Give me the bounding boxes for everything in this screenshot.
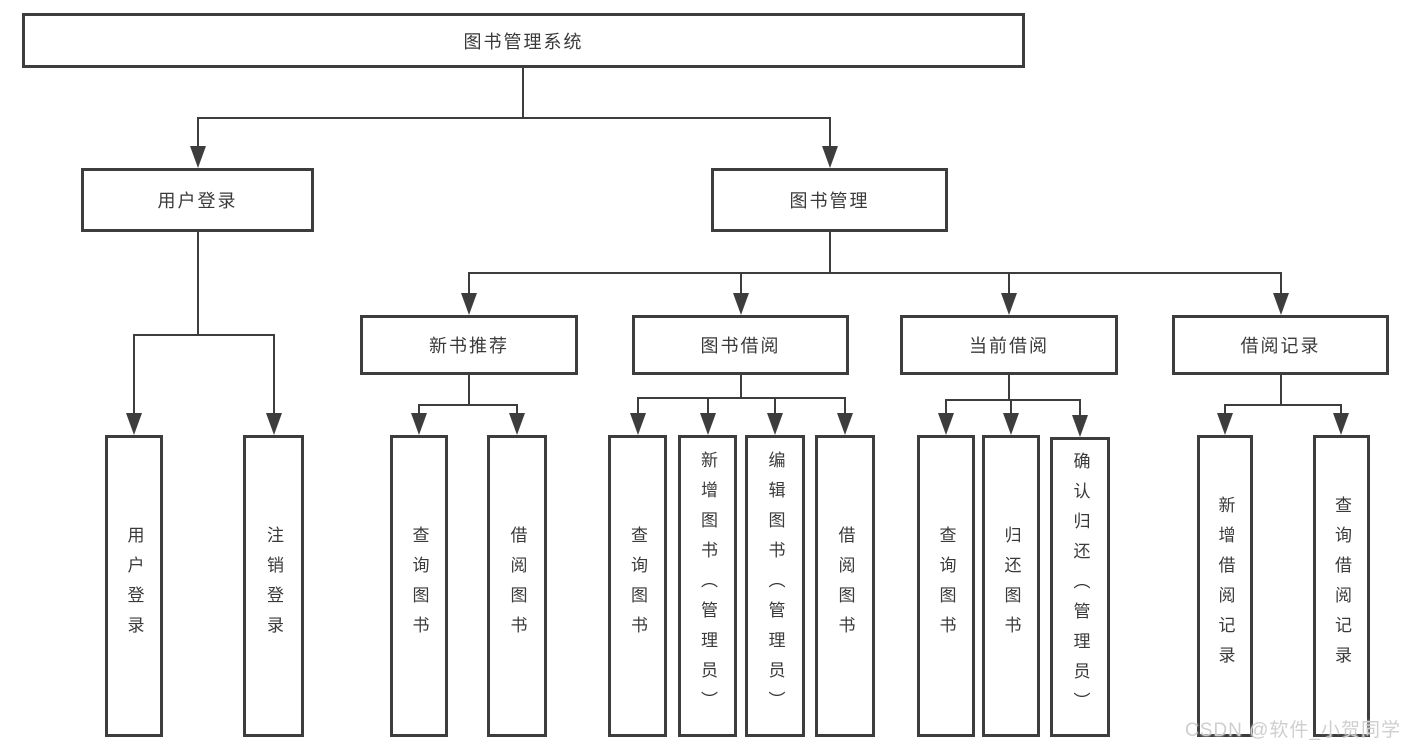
- leaf-add-book-admin: 新增图书（管理员）: [678, 435, 737, 737]
- arrow-down-icon: [266, 413, 282, 435]
- leaf-user-login: 用户登录: [105, 435, 163, 737]
- leaf-label: 查询图书: [936, 526, 956, 646]
- arrow-down-icon: [1273, 293, 1289, 315]
- connector-line: [945, 399, 947, 415]
- connector-line: [468, 272, 1282, 274]
- connector-line: [1079, 399, 1081, 415]
- node-root: 图书管理系统: [22, 13, 1025, 68]
- arrow-down-icon: [630, 413, 646, 435]
- connector-line: [829, 232, 831, 274]
- watermark: CSDN @软件_小贺同学: [1185, 720, 1401, 741]
- connector-line: [1340, 404, 1342, 416]
- arrow-down-icon: [1333, 413, 1349, 435]
- leaf-label: 注销登录: [264, 526, 283, 646]
- connector-line: [774, 397, 776, 415]
- connector-line: [418, 404, 518, 406]
- leaf-label: 归还图书: [1001, 526, 1021, 646]
- arrow-down-icon: [126, 413, 142, 435]
- leaf-add-borrow-record: 新增借阅记录: [1197, 435, 1253, 737]
- leaf-label: 查询借阅记录: [1332, 496, 1351, 676]
- leaf-borrow-book: 借阅图书: [487, 435, 547, 737]
- connector-line: [468, 272, 470, 296]
- leaf-return-book: 归还图书: [982, 435, 1040, 737]
- leaf-query-book: 查询图书: [390, 435, 448, 737]
- node-borrow-records: 借阅记录: [1172, 315, 1389, 375]
- leaf-label: 编辑图书（管理员）: [765, 451, 785, 721]
- connector-line: [829, 117, 831, 151]
- connector-line: [418, 404, 420, 416]
- connector-line: [707, 397, 709, 415]
- connector-line: [197, 117, 831, 119]
- leaf-label: 查询图书: [628, 526, 647, 646]
- connector-line: [1280, 375, 1282, 406]
- connector-line: [522, 68, 524, 118]
- connector-line: [1224, 404, 1342, 406]
- arrow-down-icon: [837, 413, 853, 435]
- arrow-down-icon: [938, 413, 954, 435]
- node-user-login: 用户登录: [81, 168, 314, 232]
- arrow-down-icon: [411, 413, 427, 435]
- connector-line: [468, 375, 470, 406]
- connector-line: [945, 399, 1081, 401]
- leaf-query-borrow-record: 查询借阅记录: [1313, 435, 1370, 737]
- leaf-label: 用户登录: [124, 526, 144, 646]
- arrow-down-icon: [461, 293, 477, 315]
- connector-line: [1224, 404, 1226, 416]
- leaf-label: 查询图书: [409, 526, 429, 646]
- arrow-down-icon: [190, 146, 206, 168]
- leaf-label: 新增借阅记录: [1215, 496, 1235, 676]
- node-book-management: 图书管理: [711, 168, 948, 232]
- node-book-borrow: 图书借阅: [632, 315, 849, 375]
- leaf-label: 确认归还（管理员）: [1070, 452, 1090, 722]
- leaf-edit-book-admin: 编辑图书（管理员）: [745, 435, 805, 737]
- connector-line: [197, 232, 199, 336]
- connector-line: [844, 397, 846, 415]
- connector-line: [1008, 375, 1010, 401]
- connector-line: [637, 397, 639, 415]
- connector-line: [740, 375, 742, 399]
- arrow-down-icon: [1003, 413, 1019, 435]
- leaf-label: 借阅图书: [835, 526, 855, 646]
- leaf-logout: 注销登录: [243, 435, 304, 737]
- leaf-query-book: 查询图书: [917, 435, 975, 737]
- arrow-down-icon: [1072, 415, 1088, 437]
- connector-line: [637, 397, 846, 399]
- connector-line: [740, 272, 742, 296]
- arrow-down-icon: [1001, 293, 1017, 315]
- connector-line: [273, 334, 275, 416]
- arrow-down-icon: [700, 413, 716, 435]
- leaf-borrow-book: 借阅图书: [815, 435, 875, 737]
- connector-line: [197, 117, 199, 151]
- leaf-label: 借阅图书: [507, 526, 527, 646]
- arrow-down-icon: [1217, 413, 1233, 435]
- connector-line: [1010, 399, 1012, 415]
- connector-line: [133, 334, 275, 336]
- leaf-confirm-return-admin: 确认归还（管理员）: [1050, 437, 1110, 737]
- node-current-borrow: 当前借阅: [900, 315, 1118, 375]
- arrow-down-icon: [822, 146, 838, 168]
- connector-line: [1280, 272, 1282, 296]
- arrow-down-icon: [767, 413, 783, 435]
- leaf-query-book: 查询图书: [608, 435, 667, 737]
- node-new-book-recommend: 新书推荐: [360, 315, 578, 375]
- connector-line: [516, 404, 518, 416]
- leaf-label: 新增图书（管理员）: [698, 451, 717, 721]
- connector-line: [133, 334, 135, 416]
- arrow-down-icon: [509, 413, 525, 435]
- connector-line: [1008, 272, 1010, 296]
- arrow-down-icon: [733, 293, 749, 315]
